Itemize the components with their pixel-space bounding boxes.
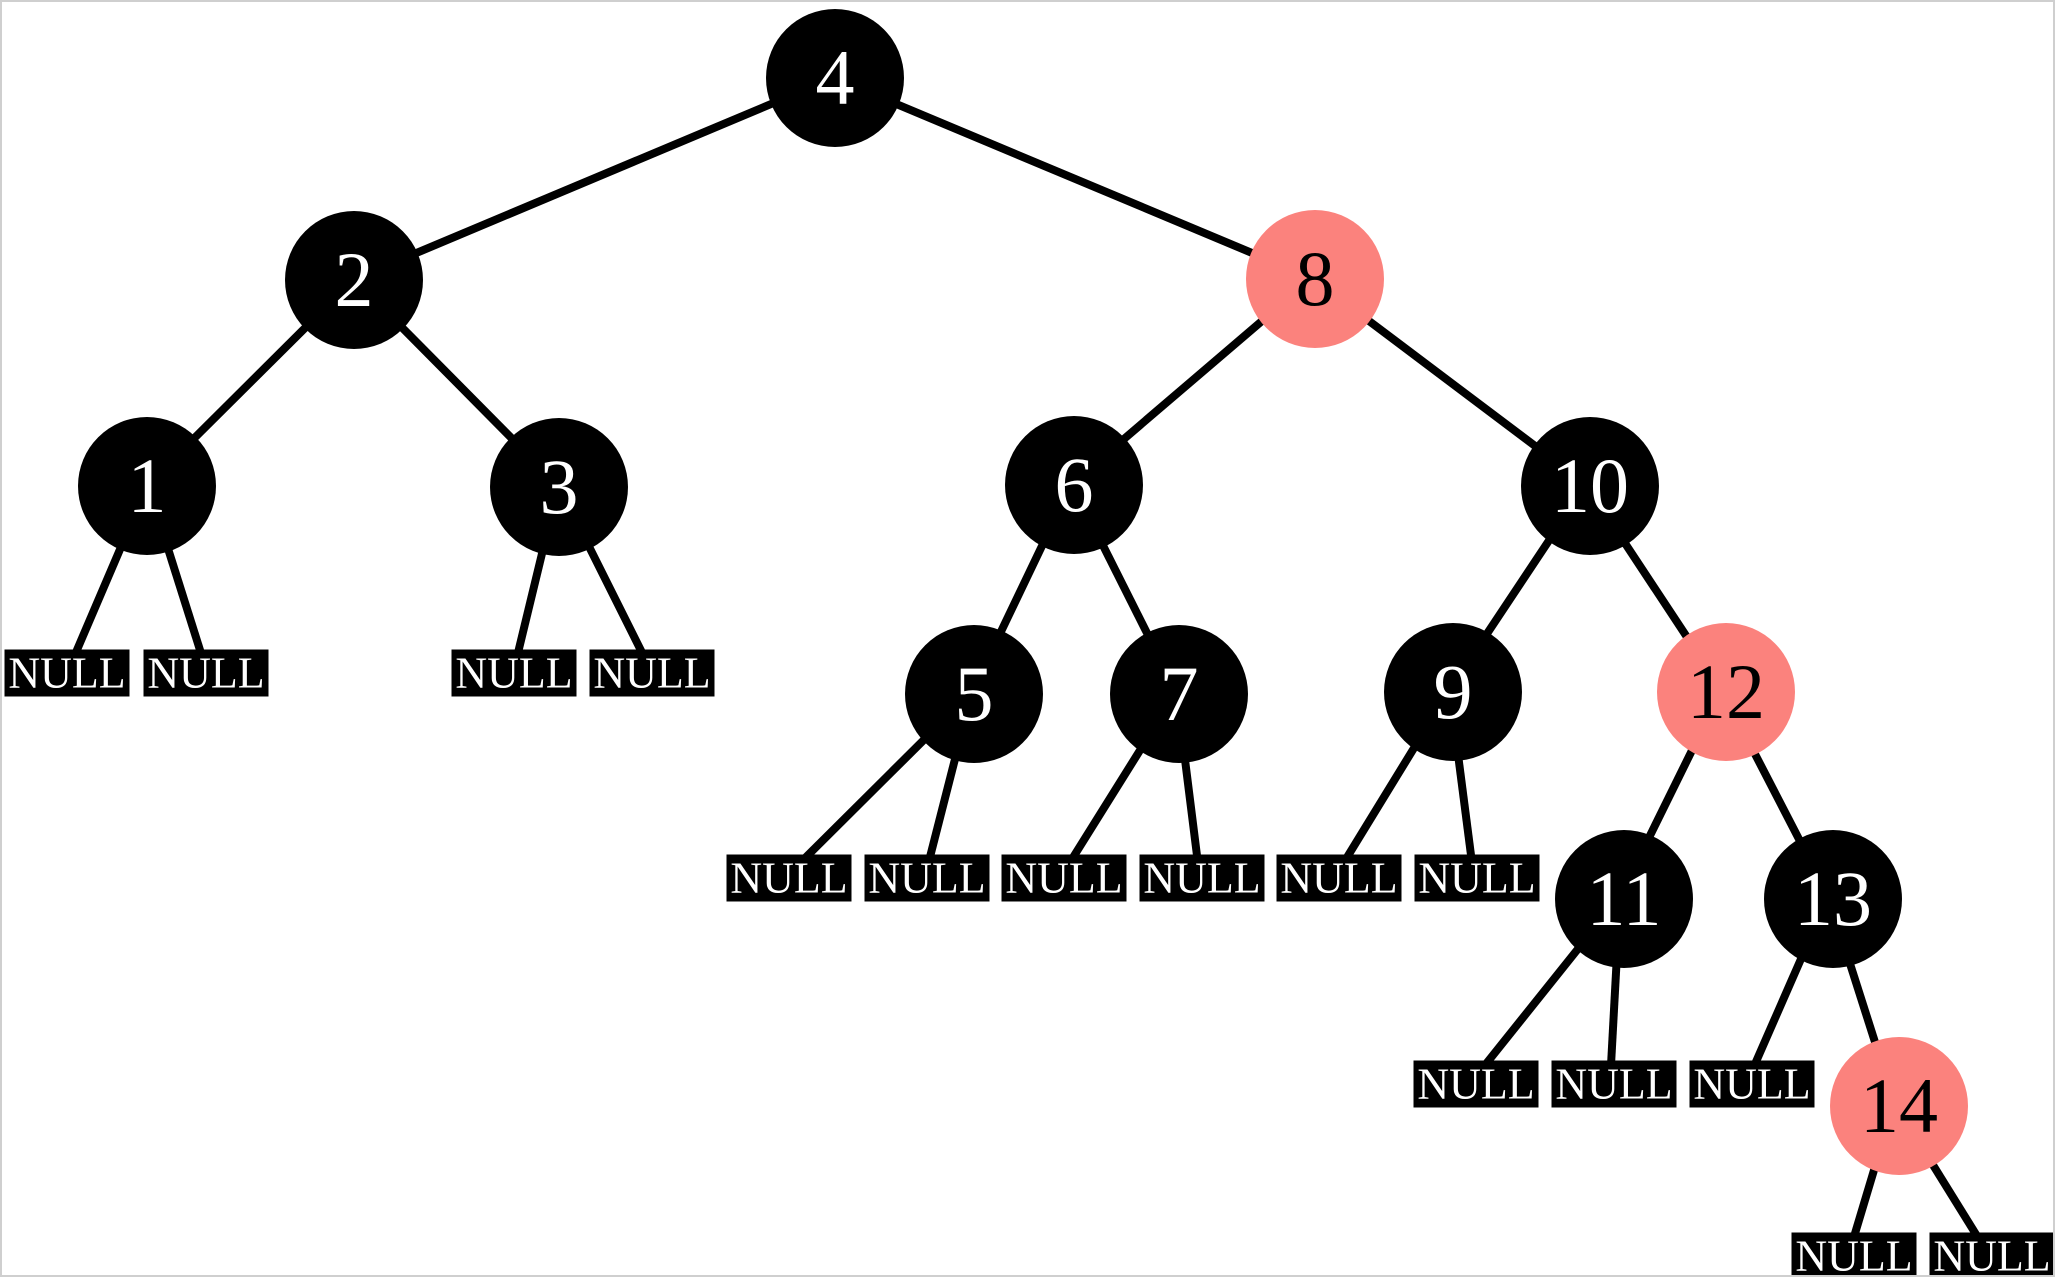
tree-node-2-black: 2 [285, 211, 423, 349]
null-leaf-14-left: NULL [1791, 1232, 1917, 1275]
tree-node-5-black: 5 [905, 625, 1043, 763]
null-leaf-5-left: NULL [726, 854, 852, 902]
tree-node-12-red: 12 [1657, 623, 1795, 761]
null-leaf-14-right: NULL [1929, 1232, 2053, 1275]
tree-node-14-red: 14 [1830, 1037, 1968, 1175]
tree-node-8-red: 8 [1246, 210, 1384, 348]
null-leaf-11-right: NULL [1551, 1060, 1677, 1108]
null-leaf-7-left: NULL [1001, 854, 1127, 902]
null-leaf-11-left: NULL [1413, 1060, 1539, 1108]
tree-node-1-black: 1 [78, 417, 216, 555]
edge-4-8 [832, 74, 1314, 282]
tree-node-10-black: 10 [1521, 417, 1659, 555]
tree-node-4-black: 4 [766, 9, 904, 147]
null-leaf-1-right: NULL [143, 649, 269, 697]
tree-node-13-black: 13 [1764, 830, 1902, 968]
tree-node-6-black: 6 [1005, 416, 1143, 554]
null-leaf-13-left: NULL [1689, 1060, 1815, 1108]
null-leaf-7-right: NULL [1139, 854, 1265, 902]
null-leaf-5-right: NULL [864, 854, 990, 902]
tree-node-11-black: 11 [1555, 830, 1693, 968]
edge-4-2 [352, 74, 836, 283]
tree-node-3-black: 3 [490, 418, 628, 556]
null-leaf-9-right: NULL [1414, 854, 1540, 902]
null-leaf-9-left: NULL [1276, 854, 1402, 902]
tree-node-9-black: 9 [1384, 623, 1522, 761]
tree-node-7-black: 7 [1110, 625, 1248, 763]
null-leaf-3-right: NULL [589, 649, 715, 697]
null-leaf-1-left: NULL [4, 649, 130, 697]
null-leaf-3-left: NULL [451, 649, 577, 697]
